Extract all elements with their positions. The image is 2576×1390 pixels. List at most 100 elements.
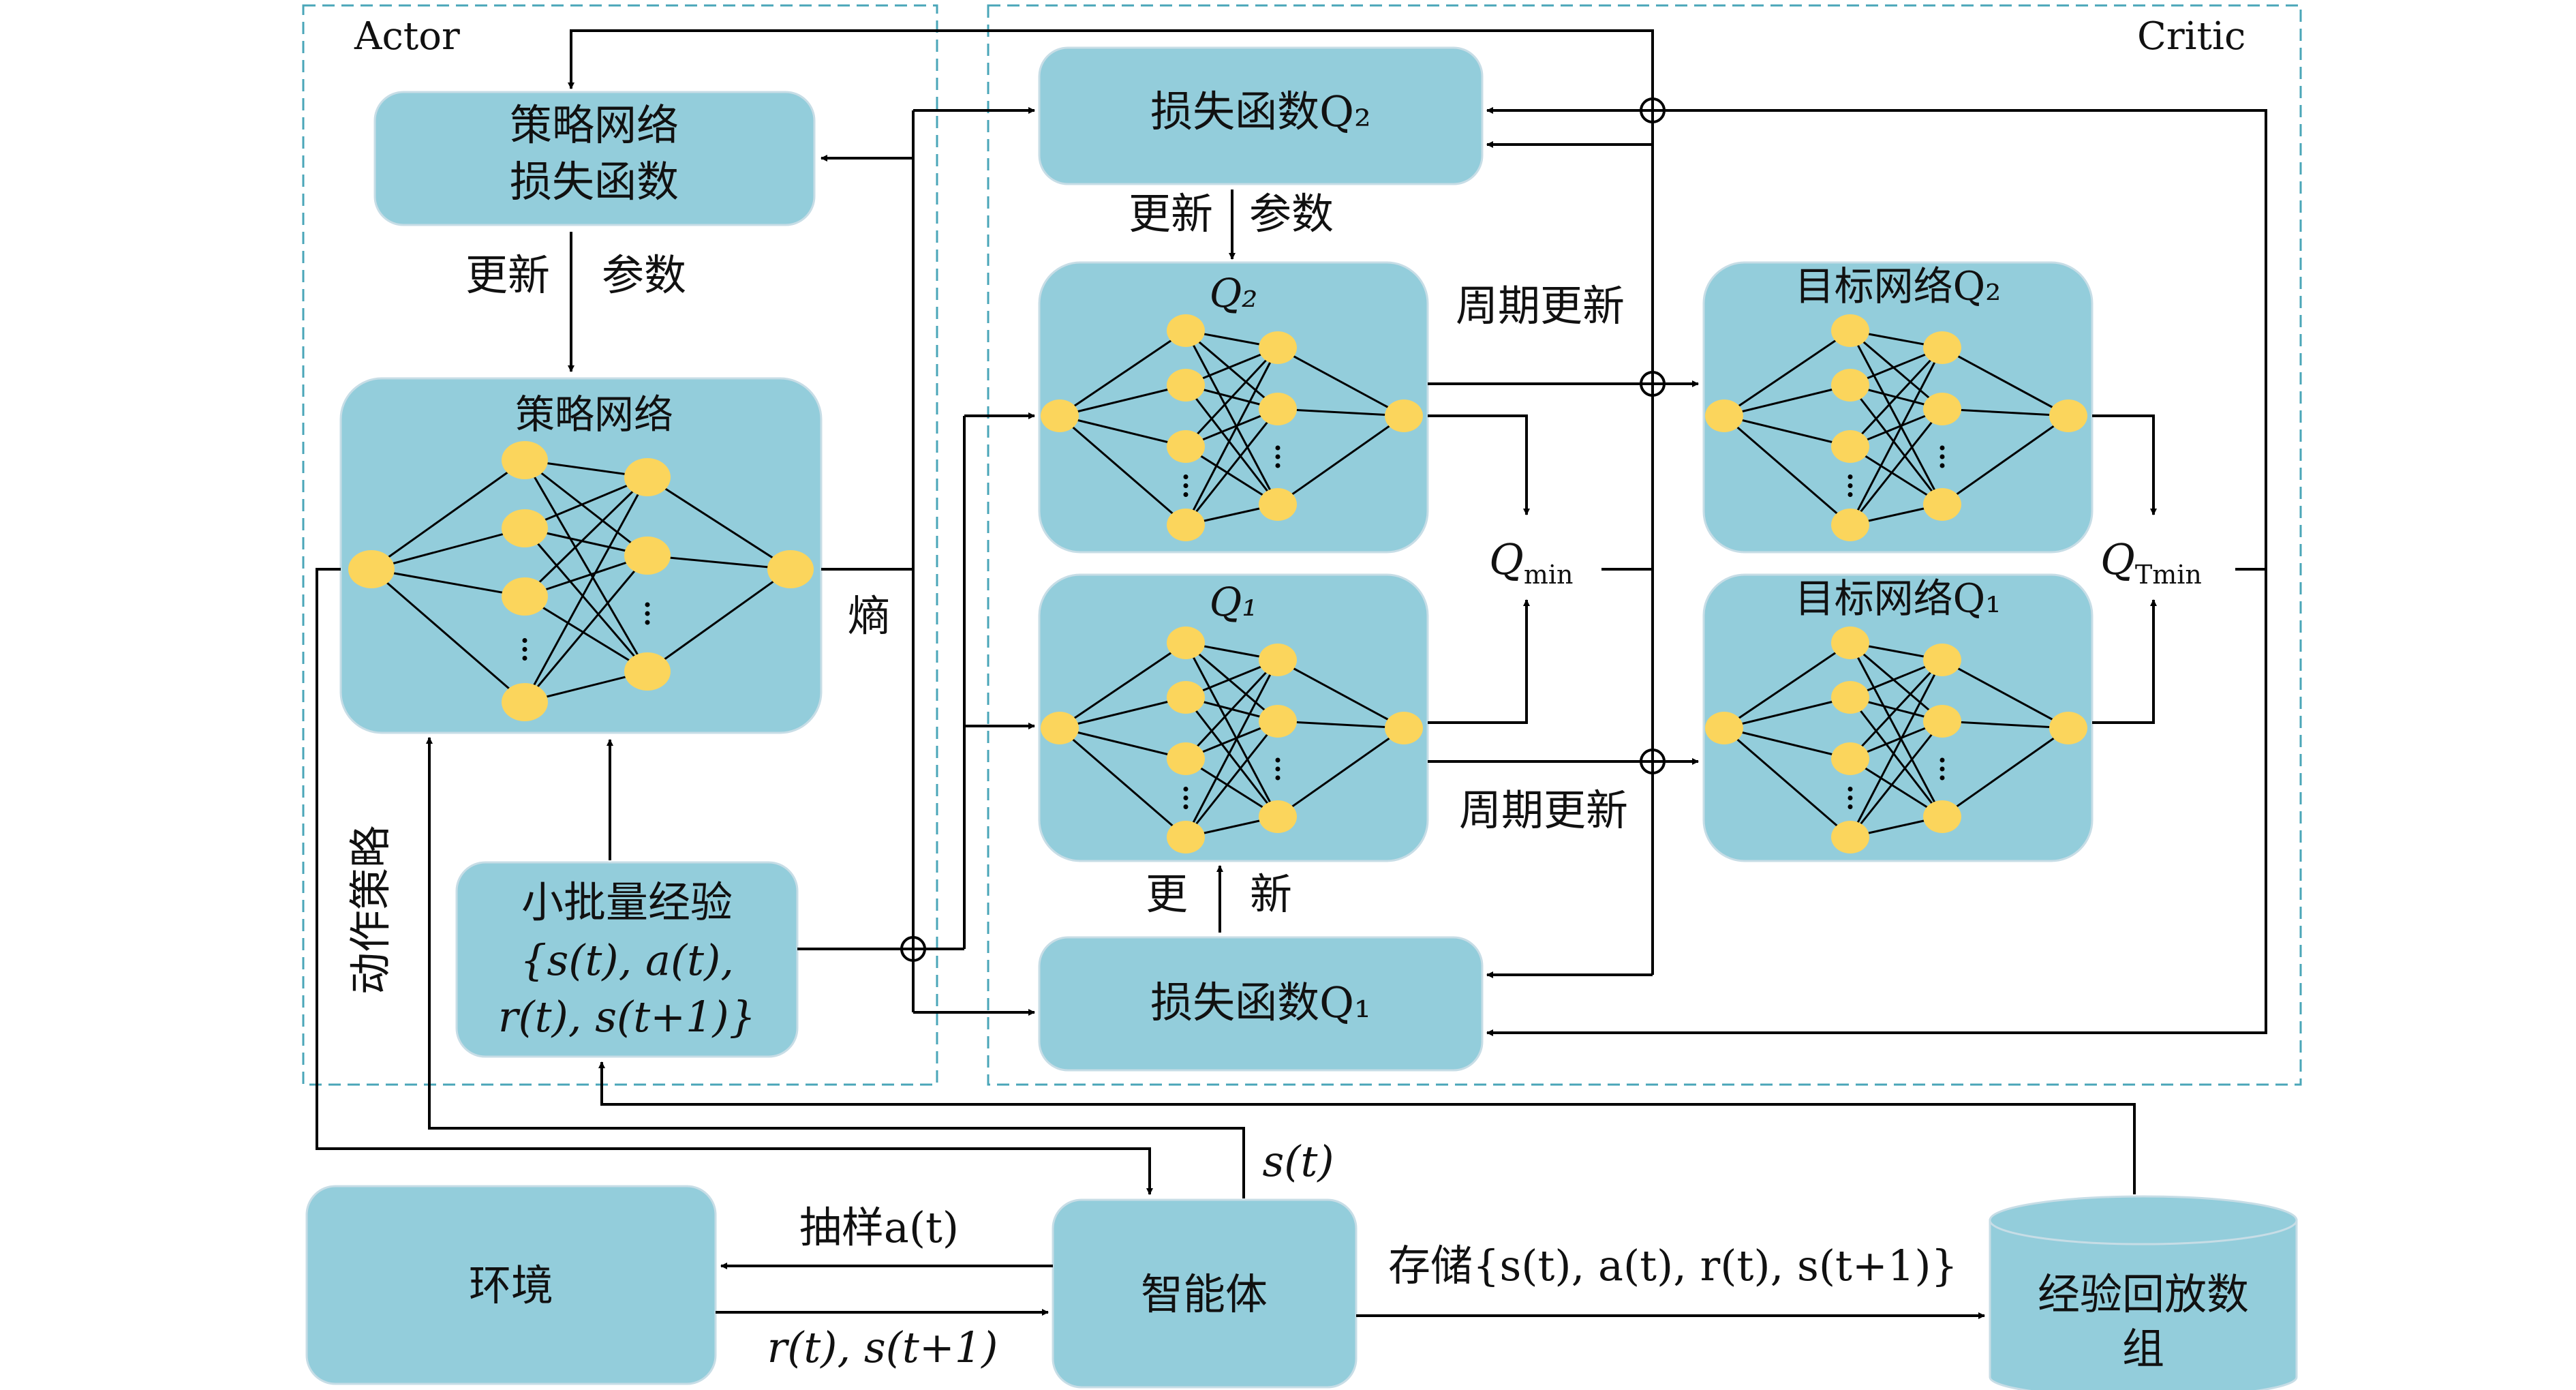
q2-net-box [1038,261,1429,554]
ellipsis-dot [1939,454,1945,459]
arrow-tq2-qtmin [2092,414,2157,515]
ellipsis-dot [1847,474,1853,479]
neuron-node [1167,430,1205,463]
neuron-node [1831,369,1869,402]
label-sample-action: 抽样a(t) [799,1203,959,1252]
ellipsis-dot [1183,804,1189,809]
neuron-node [1831,681,1869,714]
q1-neural-net [1041,626,1423,853]
ellipsis-dot [1183,787,1189,791]
ellipsis-dot [645,620,650,625]
ellipsis-dot [1847,787,1853,791]
label-update-q1-a: 更 [1146,869,1188,919]
target-q1-box [1702,573,2094,862]
arrow-qtmin-loss-q1 [1486,569,2267,1036]
neuron-node [1259,488,1297,521]
neuron-node [1167,369,1205,402]
neuron-node [1167,681,1205,714]
arrow-action-policy [316,568,1153,1195]
arrow-replay-minibatch [598,1061,2136,1194]
ellipsis-dot [1847,483,1853,488]
neuron-node [1831,626,1869,659]
policy-loss-label-2: 损失函数 [510,157,679,207]
label-update-q2: 更新 [1129,189,1213,239]
minibatch-label-2: {s(t), a(t), [520,935,734,985]
target-q2-box [1702,261,2094,554]
replay-label-1: 经验回放数 [2038,1269,2249,1319]
neuron-node [1923,331,1961,364]
actor-frame [302,4,938,1086]
neural-network-layer [348,314,2087,853]
neuron-node [1259,705,1297,738]
ellipsis-dot [1939,445,1945,451]
label-store: 存储{s(t), a(t), r(t), s(t+1)} [1388,1241,1958,1290]
loss-q1-label: 损失函数Q₁ [1150,978,1371,1027]
neuron-node [1923,705,1961,738]
ellipsis-dot [1183,474,1189,479]
ellipsis-dot [1847,796,1853,800]
policy-loss-label-1: 策略网络 [510,100,679,150]
policy-neural-net [348,441,814,721]
ellipsis-dot [1183,483,1189,488]
neuron-node [1705,712,1743,744]
target-q1-title: 目标网络Q₁ [1795,575,2002,622]
neuron-node [1259,800,1297,833]
neuron-node [1259,393,1297,425]
target-q2-neural-net [1705,314,2087,541]
ellipsis-dot [1275,454,1281,459]
neuron-node [1385,399,1423,432]
junction-periodic-q2 [1640,371,1666,397]
target-q2-title: 目标网络Q₂ [1795,263,2002,309]
neuron-node [2049,712,2087,744]
neuron-node [1705,399,1743,432]
replay-buffer-cylinder [1989,1195,2298,1390]
neuron-node [1167,626,1205,659]
neuron-node [1385,712,1423,744]
policy-net-title: 策略网络 [515,391,673,438]
ellipsis-dot [522,638,527,643]
neuron-node [1167,821,1205,853]
critic-frame-label: Critic [2137,14,2245,59]
minibatch-label-3: r(t), s(t+1)} [498,992,756,1042]
ellipsis-dot [645,602,650,607]
replay-label-2: 组 [2122,1324,2164,1374]
ellipsis-dot [1183,492,1189,497]
neuron-node [1831,821,1869,853]
loss-q1-box [1038,936,1484,1072]
arrow-top-feedback [568,29,1654,157]
ellipsis-dot [645,611,650,616]
label-param-actor: 参数 [602,250,686,300]
arrow-q1-qmin [1428,599,1530,724]
neuron-node [1923,800,1961,833]
ellipsis-dot [1847,804,1853,809]
ellipsis-dot [522,647,527,652]
ellipsis-dot [1275,775,1281,781]
ellipsis-dot [1275,757,1281,763]
neuron-node [1167,509,1205,541]
loss-q2-box [1038,46,1484,185]
label-param-q2: 参数 [1249,189,1334,239]
label-periodic-bottom: 周期更新 [1459,785,1628,835]
q2-neural-net [1041,314,1423,541]
ellipsis-dot [1939,766,1945,772]
junction-minibatch [900,936,926,962]
actor-frame-label: Actor [354,14,460,59]
ellipsis-dot [522,656,527,661]
env-box [305,1185,717,1385]
neuron-node [502,509,548,547]
neuron-node [1041,712,1079,744]
neuron-node [1167,314,1205,347]
connectors [316,29,2267,1319]
label-action-policy: 动作策略 [346,826,395,995]
neuron-node [348,550,395,588]
neuron-node [1923,393,1961,425]
neuron-node [767,550,814,588]
neuron-node [1259,644,1297,676]
line-qtmin-out [1664,109,2267,571]
neuron-node [2049,399,2087,432]
ellipsis-dot [1847,492,1853,497]
loss-q2-label: 损失函数Q₂ [1150,87,1371,136]
neuron-node [1259,331,1297,364]
label-entropy: 熵 [848,591,890,641]
ellipsis-dot [1939,775,1945,781]
